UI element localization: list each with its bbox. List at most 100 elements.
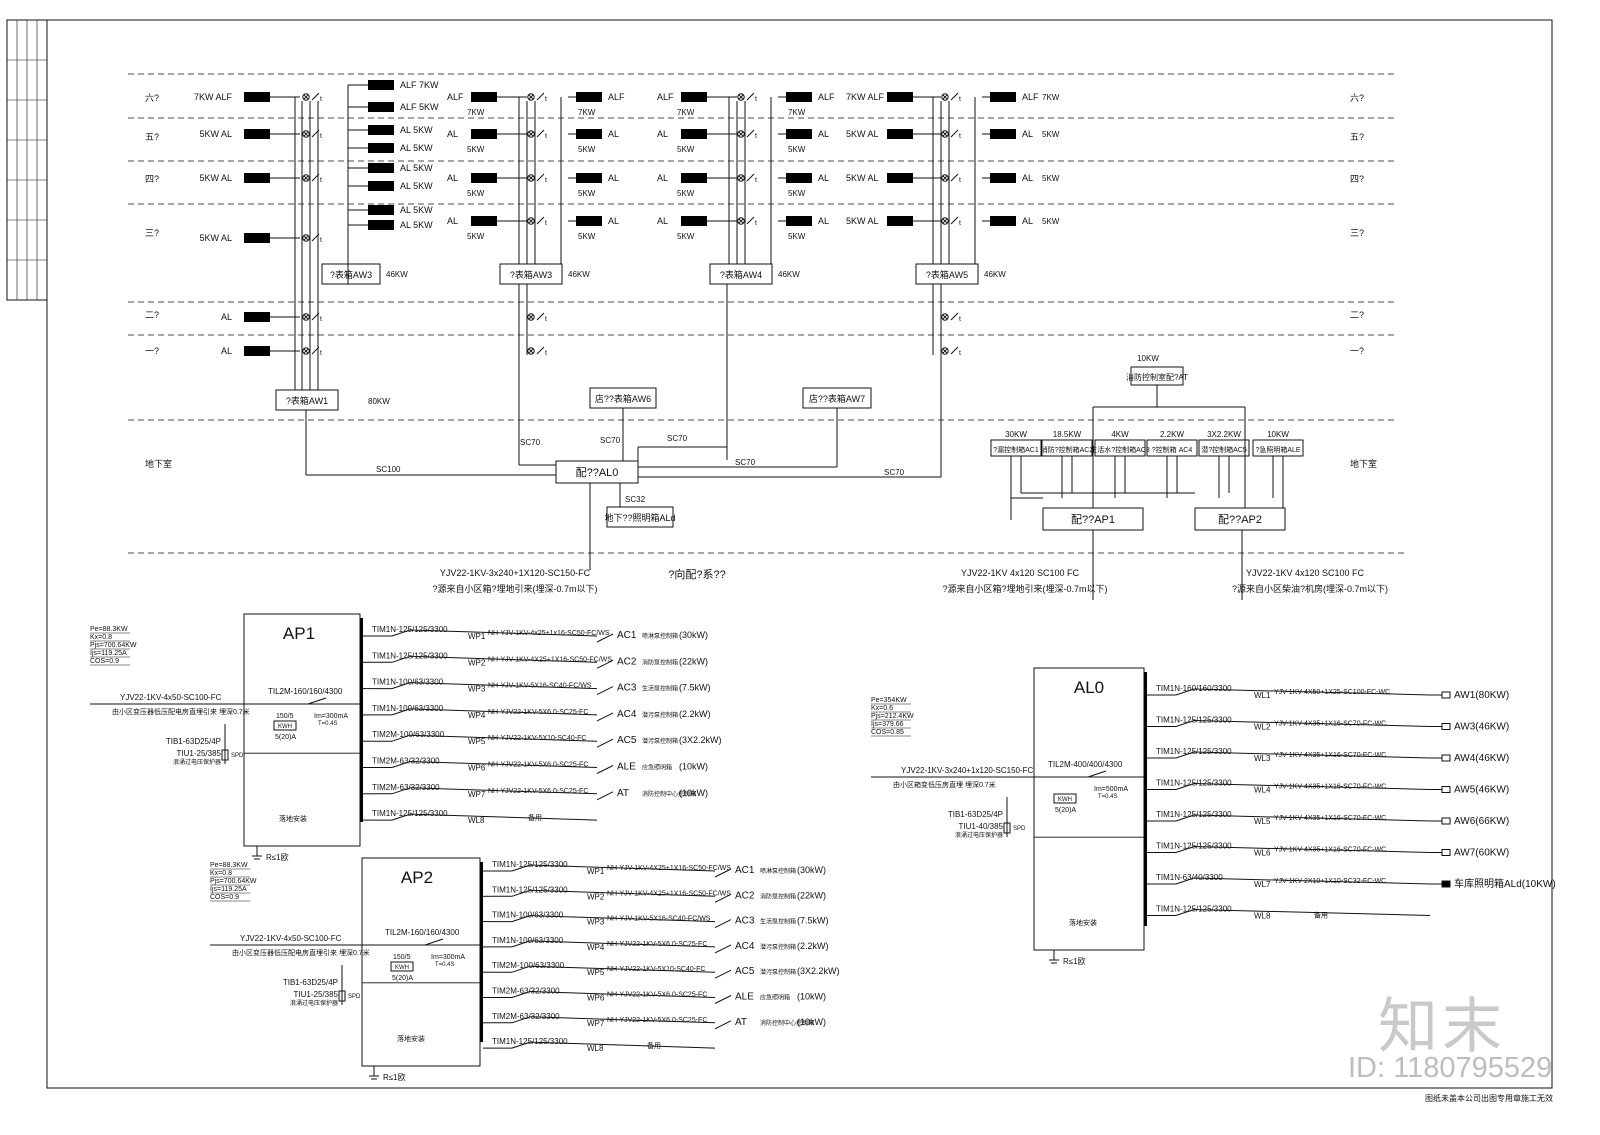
circuit-desc: 备用 [528,813,542,822]
circuit-load-symbol [1441,880,1451,888]
load-label: 7KW ALF [194,92,233,102]
ground-resistance: R≤1欧 [1063,956,1086,966]
circuit-wire [409,813,598,821]
distribution-board-symbol [681,216,707,226]
switch-symbol [311,92,320,101]
main-breaker: TIL2M-160/160/4300 [385,928,460,937]
circuit-wire [529,864,716,872]
circuit-load: AC2 [617,656,637,667]
load-power: 18.5KW [1053,430,1082,439]
meter-box-col3 [709,263,773,285]
circuit-breaker: TIM2M-63/32/3300 [492,987,560,996]
distribution-board-symbol [887,216,913,226]
circuit-id: WL2 [1254,723,1271,732]
circuit-load: AC3 [617,683,637,694]
meter-box-label: ?表箱AW5 [926,269,968,280]
circuit-id: WL7 [1254,880,1271,889]
circuit-kw: (7.5kW) [797,916,829,926]
panel-name: AP2 [401,868,433,887]
switch-t: t [545,316,547,323]
circuit-cable: YJV-1KV-2X10+1X10-SC32-FC-WC [1274,878,1386,885]
load-label: ALF [818,92,835,102]
floor-label: 五? [145,132,159,142]
spd-note: 浪涌过电压保护器 [955,831,1003,839]
switch-t: t [959,316,961,323]
switch-t: t [545,177,547,184]
circuit-id: WP5 [468,737,486,746]
circuit-load-symbol [1441,754,1451,762]
circuit-desc: 喷淋泵控制箱 [760,867,796,875]
distribution-board-symbol [681,173,707,183]
lamp-cross [942,131,948,137]
main-breaker: TIL2M-400/400/4300 [1048,760,1123,769]
circuit-desc: 潜污泵控制箱 [760,968,796,976]
circuit-breaker-end [596,659,614,669]
lamp-symbol [527,313,535,321]
circuit-load: AW7(60KW) [1454,848,1509,859]
cable-spec: YJV22-1KV 4x120 SC100 FC [961,568,1080,578]
circuit-breaker: TIM1N-125/125/3300 [1156,747,1232,756]
circuit-breaker: TIM2M-100/63/3300 [492,961,565,970]
switch-t: t [545,350,547,357]
distribution-board-symbol [990,92,1016,102]
floor-label: 三? [145,228,159,238]
lamp-symbol [941,174,949,182]
floor-label-right: 四? [1350,174,1364,184]
circuit-id: WP7 [468,790,486,799]
circuit-desc: 消防泵控制箱 [760,892,796,900]
breaker-symbol [511,991,531,998]
switch-symbol [536,92,545,101]
circuit-breaker: TIM1N-100/63/3300 [492,936,564,945]
cable-note: 由小区箱变低压房直埋 埋深0.7米 [893,780,996,789]
floor-label-right: 一? [1350,346,1364,356]
meter-box-power: 46KW [984,270,1006,279]
busbar [480,862,483,1042]
circuit-breaker: TIM2M-100/63/3300 [372,730,445,739]
floor-label-right: 地下室 [1350,458,1377,469]
circuit-kw: (3X2.2kW) [679,735,722,745]
load-label: ALF [657,92,674,102]
panel-enclosure-al0 [1033,667,1145,951]
load-label: 5KW AL [199,173,232,183]
circuit-cable: YJV-1KV-4X35+1X16-SC70-FC-WC [1274,752,1386,759]
circuit-breaker-end [596,765,614,774]
meter-box-power: 46KW [568,270,590,279]
circuit-wire [529,940,716,948]
circuit-id: WP1 [468,632,486,641]
circuit-load: AT [617,788,629,799]
calc-line: Kx=0.8 [210,870,232,877]
cable-tag: SC32 [625,495,646,504]
breaker-symbol [391,787,411,795]
load-label: AL [608,216,619,226]
circuit-load: AC5 [735,966,755,977]
load-power: 5KW [1042,217,1060,226]
load-power: 7KW [788,108,806,117]
distribution-board-symbol [786,92,812,102]
circuit-load-symbol [1441,691,1451,699]
ct-ratio: 150/5 [393,954,411,961]
circuit-id: WL8 [468,816,485,825]
pump-control-box [1198,439,1250,457]
circuit-desc: 应急照明箱 [642,764,672,772]
circuit-load: AC4 [735,941,755,952]
switch-symbol [746,92,755,101]
circuit-breaker: TIM1N-125/125/3300 [492,860,568,869]
circuit-breaker: TIM1N-63/40/3300 [1156,873,1223,882]
circuit-id: WL5 [1254,817,1271,826]
switch-t: t [755,133,757,140]
breaker-symbol [1175,814,1195,822]
switch-t: t [320,133,322,140]
cable-tag: SC100 [376,465,401,474]
cable-spec: YJV22-1KV-3x240+1X120-SC150-FC [440,568,591,578]
breaker-symbol [424,938,444,946]
switch-t: t [320,316,322,323]
breaker-symbol [1175,688,1195,696]
pump-control-box [1146,439,1198,457]
switch-symbol [950,173,959,182]
circuit-wire [409,761,598,768]
leakage-current: Im=300mA [431,954,465,961]
box-label: ?控制箱 AC4 [1152,445,1193,454]
cable-spec: YJV22-1KV-3x240+1x120-SC150-FC [901,766,1034,775]
calc-line: Ijs=119.25A [90,650,127,657]
